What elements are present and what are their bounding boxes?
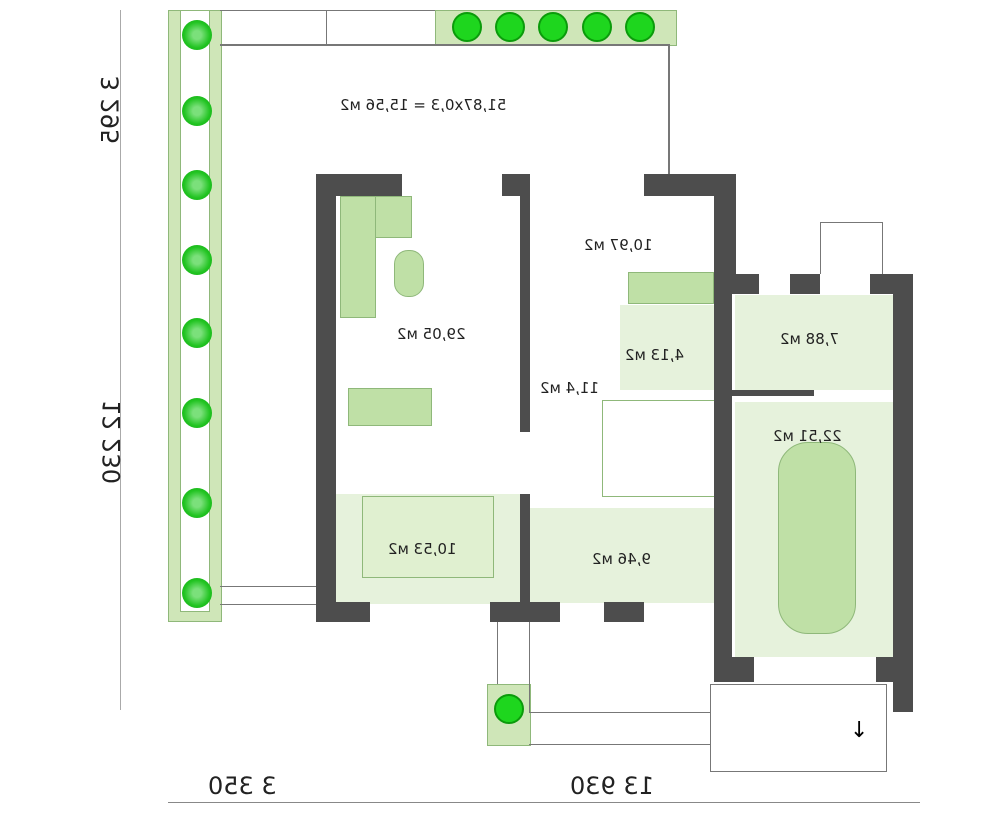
room-area-label: 9,46 м2 (592, 550, 652, 568)
room-area-label: 4,13 м2 (625, 346, 685, 364)
room-area-label: 7,88 м2 (780, 330, 840, 348)
plant-icon (182, 398, 212, 428)
car (778, 442, 856, 634)
tree-icon (494, 694, 524, 724)
room-area-label: 29,05 м2 (397, 325, 466, 343)
dimension-bottom-left: 3 350 (208, 772, 277, 800)
dimension-left-top: 3 295 (96, 75, 125, 145)
coffee-table (394, 250, 424, 297)
bathtub (628, 272, 714, 304)
tree-icon (495, 12, 525, 42)
room-boiler (735, 295, 893, 390)
terrace-area-label: 51,87x0,3 = 15,56 м2 (340, 96, 507, 114)
tree-icon (538, 12, 568, 42)
plant-icon (182, 245, 212, 275)
room-area-label: 11,4 м2 (540, 379, 600, 397)
plant-icon (182, 488, 212, 518)
plant-icon (182, 20, 212, 50)
tree-icon (625, 12, 655, 42)
plant-icon (182, 96, 212, 126)
room-area-label: 10,97 м2 (584, 236, 653, 254)
plant-icon (182, 170, 212, 200)
room-area-label: 10,53 м2 (388, 540, 457, 558)
room-area-label: 22,51 м2 (773, 427, 842, 445)
tree-icon (452, 12, 482, 42)
arrow-down-icon: ↓ (850, 718, 869, 743)
sofa (340, 196, 376, 318)
dining-table (348, 388, 432, 426)
plant-icon (182, 318, 212, 348)
plant-icon (182, 578, 212, 608)
stairs (602, 400, 716, 497)
dimension-left-main: 12 230 (97, 400, 126, 484)
room-bath (620, 305, 715, 390)
kitchen-island (362, 496, 494, 578)
tree-icon (582, 12, 612, 42)
room-entry (530, 508, 715, 603)
dimension-bottom-main: 13 930 (570, 772, 654, 800)
